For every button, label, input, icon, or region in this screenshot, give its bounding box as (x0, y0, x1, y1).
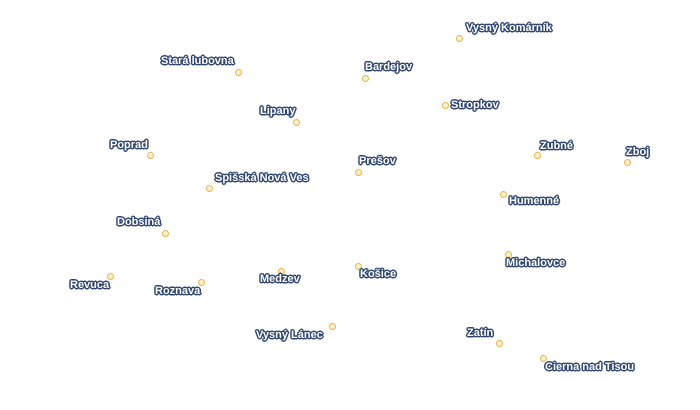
place-label-zatin: Zatín (467, 327, 494, 339)
place-label-vysny-lanec: Vysný Lánec (256, 329, 323, 341)
place-marker-vysny-komarnik (455, 34, 463, 42)
place-marker-lipany (292, 118, 300, 126)
place-marker-spisska-nova-ves (205, 184, 213, 192)
place-label-presov: Prešov (359, 155, 396, 167)
place-label-revuca: Revuca (70, 279, 110, 291)
place-label-stara-lubovna: Stará lubovna (161, 55, 234, 67)
place-label-lipany: Lipany (260, 105, 296, 117)
place-label-stropkov: Stropkov (451, 99, 499, 111)
place-marker-cierna-nad-tisou (539, 354, 547, 362)
place-marker-stropkov (441, 101, 449, 109)
place-marker-stara-lubovna (234, 68, 242, 76)
place-marker-presov (354, 168, 362, 176)
place-marker-bardejov (361, 74, 369, 82)
place-label-vysny-komarnik: Vysný Komárník (466, 22, 552, 34)
place-label-spisska-nova-ves: Spišská Nová Ves (215, 172, 309, 184)
place-marker-roznava (197, 278, 205, 286)
place-label-poprad: Poprad (110, 139, 148, 151)
place-marker-revuca (106, 272, 114, 280)
place-marker-zboj (623, 158, 631, 166)
place-label-dobsina: Dobsiná (117, 216, 161, 228)
place-label-zboj: Zboj (626, 146, 650, 158)
place-marker-zatin (495, 339, 503, 347)
place-label-cierna-nad-tisou: Cierna nad Tisou (545, 361, 635, 373)
place-label-michalovce: Michalovce (506, 257, 566, 269)
place-label-humenne: Humenné (509, 195, 560, 207)
place-label-roznava: Roznava (155, 285, 201, 297)
place-marker-zubne (533, 151, 541, 159)
place-marker-medzev (277, 267, 285, 275)
place-marker-vysny-lanec (328, 322, 336, 330)
place-label-medzev: Medzev (260, 273, 300, 285)
place-marker-humenne (499, 190, 507, 198)
place-label-zubne: Zubné (540, 140, 573, 152)
place-marker-dobsina (161, 229, 169, 237)
place-marker-michalovce (504, 250, 512, 258)
place-marker-poprad (146, 151, 154, 159)
place-marker-kosice (354, 262, 362, 270)
place-label-bardejov: Bardejov (365, 61, 413, 73)
place-label-kosice: Košice (360, 268, 397, 280)
